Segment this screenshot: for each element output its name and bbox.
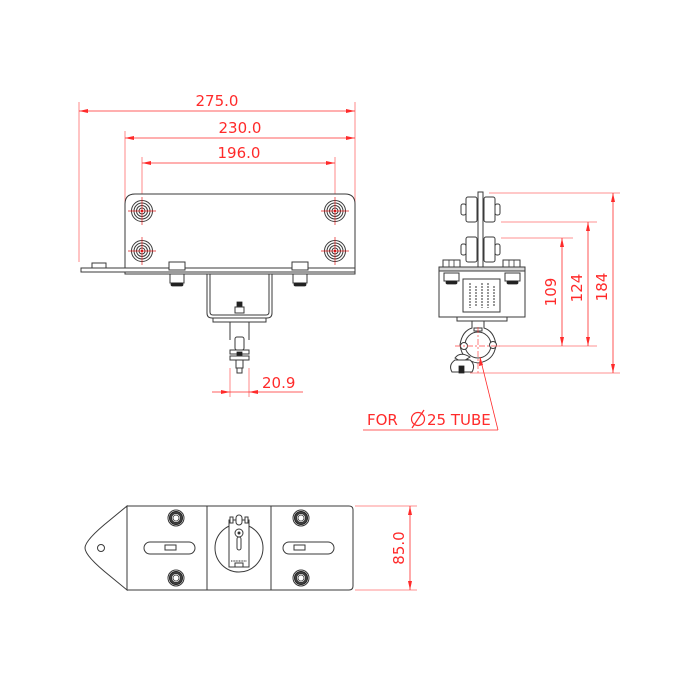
bolt bbox=[292, 509, 310, 527]
nut bbox=[442, 259, 461, 268]
dimension-overall-height: 184 bbox=[593, 193, 615, 373]
dimension-label: 20.9 bbox=[262, 374, 295, 392]
nut bbox=[504, 272, 521, 285]
callout-text: 25 TUBE bbox=[427, 411, 491, 429]
dimension-label: 109 bbox=[542, 278, 560, 307]
dimension-height-upper-wheels: 124 bbox=[568, 222, 590, 346]
flange-nut bbox=[91, 262, 107, 269]
body-base bbox=[456, 316, 508, 322]
tab-hole bbox=[97, 544, 105, 552]
dimension-overall-length: 275.0 bbox=[79, 92, 355, 113]
side-view: 109 124 184 FOR 25 TUBE bbox=[363, 191, 620, 431]
center-marks bbox=[128, 197, 349, 265]
wheel-pair-lower bbox=[460, 236, 501, 263]
dimension-label: 230.0 bbox=[219, 119, 262, 137]
dimension-plate-length: 230.0 bbox=[125, 119, 355, 140]
clamp-front bbox=[229, 336, 250, 374]
flange bbox=[438, 266, 526, 272]
slot bbox=[143, 541, 196, 555]
front-view: 275.0 230.0 196.0 bbox=[78, 92, 356, 397]
nut bbox=[443, 272, 460, 285]
slot bbox=[282, 541, 335, 555]
dimension-wheel-spacing: 196.0 bbox=[142, 144, 335, 165]
half-coupler-clamp bbox=[450, 320, 497, 374]
dimension-label: 184 bbox=[593, 273, 611, 302]
pointed-tab bbox=[84, 504, 128, 592]
diameter-symbol-icon bbox=[410, 409, 426, 429]
dimension-label: 124 bbox=[568, 274, 586, 303]
bolt bbox=[167, 509, 185, 527]
bottom-view: 85.0 bbox=[84, 504, 417, 592]
bolt bbox=[292, 569, 310, 587]
dimension-label: 275.0 bbox=[196, 92, 239, 110]
dimension-label: 85.0 bbox=[390, 531, 408, 564]
bolt bbox=[167, 569, 185, 587]
tube-callout: FOR 25 TUBE bbox=[363, 356, 499, 431]
base-flange bbox=[80, 267, 356, 273]
dimension-plate-width: 85.0 bbox=[355, 505, 417, 591]
nut bbox=[502, 259, 521, 268]
dimension-label: 196.0 bbox=[218, 144, 261, 162]
dimension-height-lower-wheels: 109 bbox=[542, 238, 564, 346]
vertical-plate bbox=[477, 191, 484, 268]
round-plate-clamp bbox=[214, 514, 264, 573]
dimension-clamp-width: 20.9 bbox=[212, 368, 303, 397]
bracket-base bbox=[212, 317, 267, 323]
callout-prefix: FOR bbox=[367, 411, 398, 429]
bolt bbox=[168, 261, 186, 287]
bolt bbox=[291, 261, 309, 287]
wheel-pair-upper bbox=[460, 196, 501, 223]
u-bracket bbox=[206, 273, 273, 319]
mounting-plate bbox=[124, 193, 356, 275]
label-text-lines bbox=[469, 283, 495, 308]
